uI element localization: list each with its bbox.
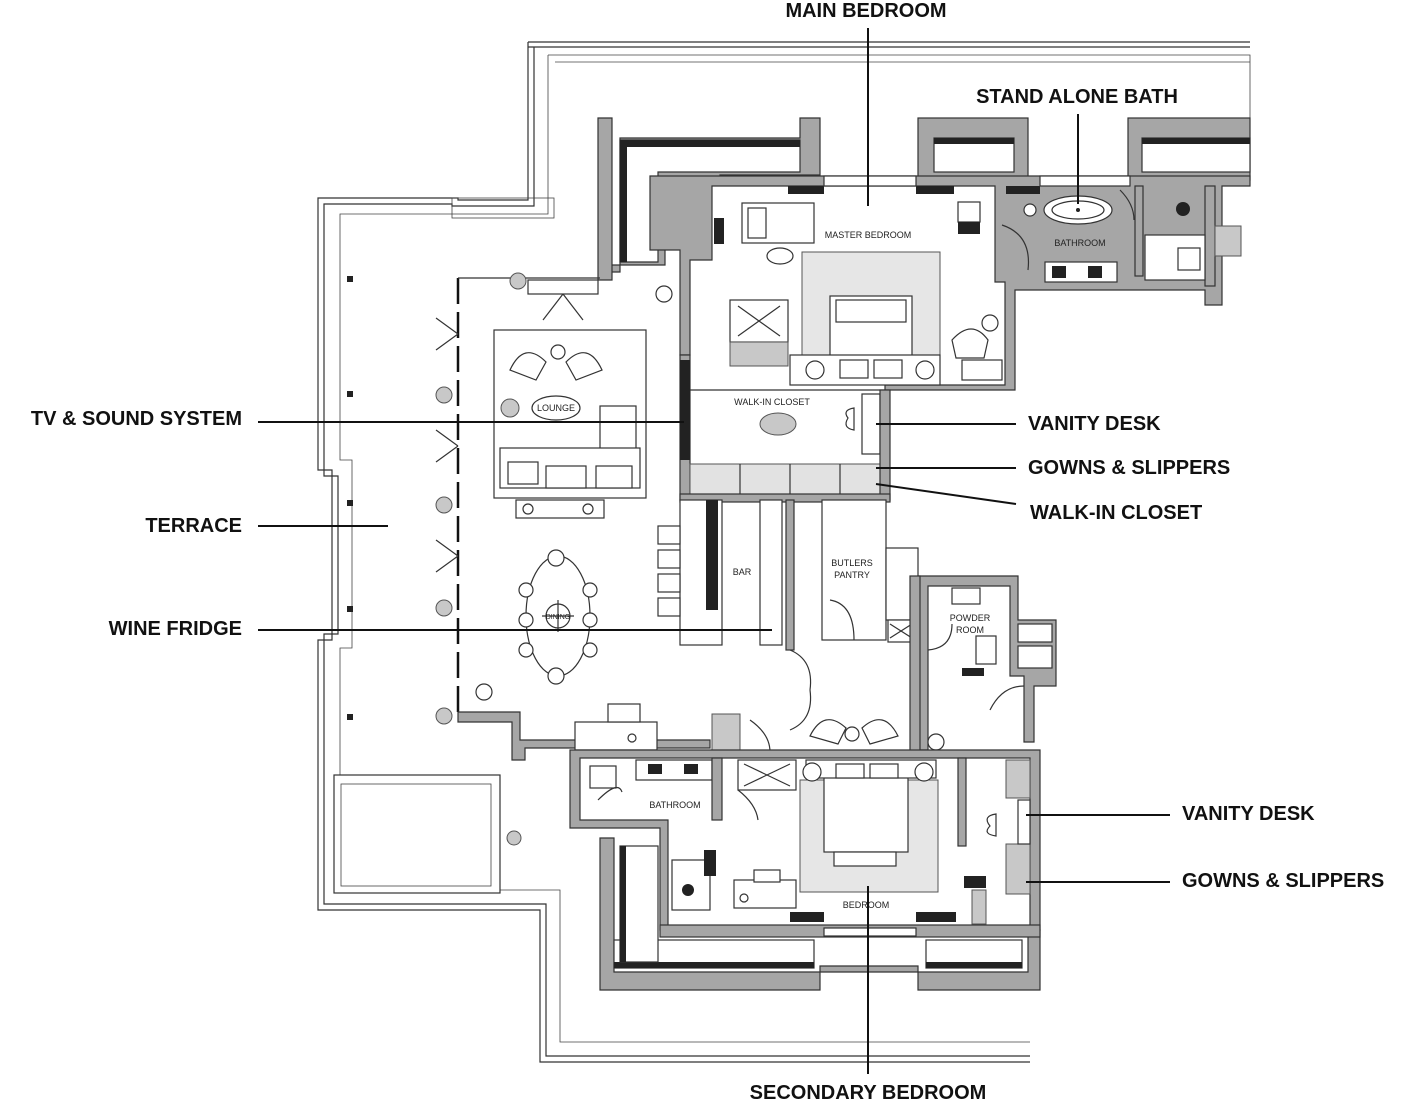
bathroom-top: BATHROOM [1001,189,1242,283]
powder-room: POWDER ROOM [917,575,1057,751]
dining: DINING [518,549,598,685]
room-label-lounge: LOUNGE [537,403,575,413]
room-label-pantry: PANTRY [834,570,870,580]
bathroom-bottom: BATHROOM [589,757,759,911]
lounge: LOUNGE [493,329,647,519]
secondary-bedroom: BEDROOM [733,757,1031,925]
callout-walk-in-closet: WALK-IN CLOSET [1030,502,1202,524]
leader-lines [258,28,1170,1074]
room-label-bar: BAR [733,567,752,577]
callout-wine-fridge: WINE FRIDGE [109,618,242,640]
callout-main-bedroom: MAIN BEDROOM [785,0,946,22]
room-label-bedroom: BEDROOM [843,900,890,910]
callout-secondary-bedroom: SECONDARY BEDROOM [750,1082,987,1104]
room-label-bathroom-top: BATHROOM [1054,238,1105,248]
room-label-dining: DINING [546,614,571,621]
room-label-powder: POWDER [950,613,991,623]
room-label-butlers: BUTLERS [831,558,873,568]
living-area [435,272,673,725]
callout-tv-sound: TV & SOUND SYSTEM [31,408,242,430]
callout-vanity-desk-1: VANITY DESK [1028,413,1161,435]
terrace-parapet [317,41,1251,1063]
room-label-master-bedroom: MASTER BEDROOM [825,230,912,240]
callout-gowns-slippers-2: GOWNS & SLIPPERS [1182,870,1384,892]
master-bedroom: MASTER BEDROOM [714,201,1003,386]
lower-suite-walls [569,749,1041,991]
room-label-walk-in-closet: WALK-IN CLOSET [734,397,810,407]
callout-vanity-desk-2: VANITY DESK [1182,803,1315,825]
room-label-bathroom-bottom: BATHROOM [649,800,700,810]
upper-bays [917,117,1251,181]
callout-terrace: TERRACE [145,515,242,537]
room-label-powder-room: ROOM [956,625,984,635]
walk-in-closet: WALK-IN CLOSET [679,354,891,501]
callout-gowns-slippers-1: GOWNS & SLIPPERS [1028,457,1230,479]
callout-stand-alone-bath: STAND ALONE BATH [976,86,1178,108]
bar-pantry: BAR BUTLERS PANTRY [657,493,919,651]
leader-walk-in-closet [875,483,1017,505]
callout-labels: MAIN BEDROOM STAND ALONE BATH TV & SOUND… [31,0,1384,1104]
